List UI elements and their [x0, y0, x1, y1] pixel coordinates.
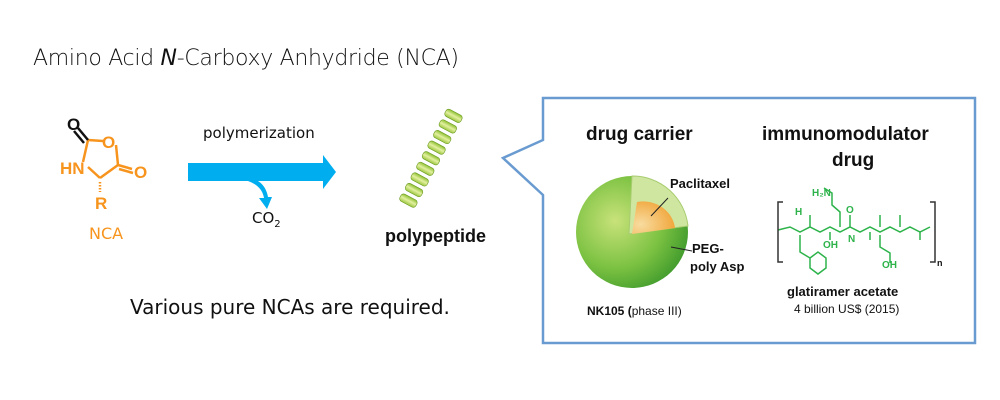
- atom-label: O: [846, 205, 854, 216]
- polypeptide-helix-icon: [399, 108, 463, 208]
- atom-o: O: [67, 115, 80, 134]
- page-title: Amino Acid N-Carboxy Anhydride (NCA): [33, 46, 459, 71]
- reaction-label: polymerization: [203, 124, 315, 142]
- polymerization-arrow: [188, 155, 336, 209]
- immunomodulator-heading: immunomodulator: [762, 124, 929, 145]
- byproduct-label: CO2: [252, 209, 281, 230]
- polypeptide-label: polypeptide: [385, 226, 487, 246]
- glatiramer-structure: [777, 187, 936, 275]
- paclitaxel-label: Paclitaxel: [670, 176, 730, 191]
- poly-asp-label: poly Asp: [690, 259, 745, 274]
- atom-label: OH: [823, 240, 838, 251]
- repeat-subscript: n: [937, 258, 943, 268]
- atom-label: H: [795, 207, 802, 218]
- sales-label: 4 billion US$ (2015): [794, 302, 900, 316]
- atom-label: OH: [882, 260, 897, 271]
- atom-hn: HN: [60, 159, 85, 178]
- nk105-label: NK105 (phase III): [587, 304, 682, 318]
- glatiramer-label: glatiramer acetate: [787, 284, 899, 299]
- requirement-note: Various pure NCAs are required.: [130, 295, 450, 319]
- peg-label: PEG-: [692, 241, 724, 256]
- atom-label: H₂N: [812, 188, 831, 199]
- atom-o: O: [102, 133, 115, 152]
- drug-carrier-heading: drug carrier: [586, 124, 693, 145]
- atom-label: N: [848, 234, 855, 245]
- immunomodulator-heading-2: drug: [832, 150, 875, 171]
- atom-o: O: [134, 163, 147, 182]
- micelle-sphere-icon: [576, 175, 693, 288]
- nca-structure: [73, 127, 134, 192]
- atom-r: R: [95, 194, 107, 213]
- nca-label: NCA: [89, 224, 124, 243]
